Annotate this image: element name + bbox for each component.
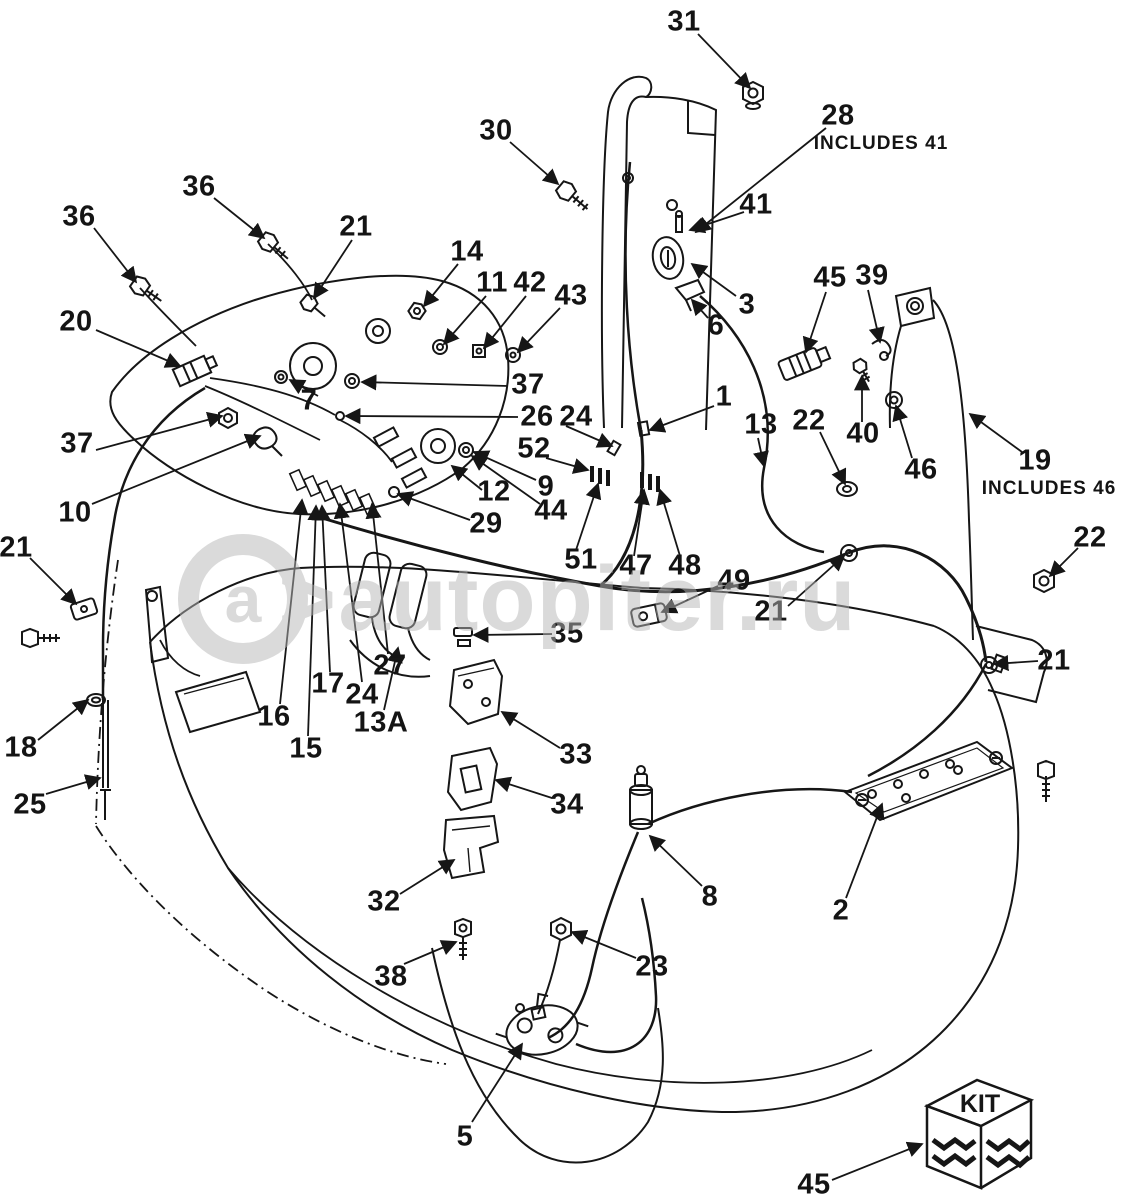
part-label-20: 20 xyxy=(59,305,93,338)
part-label-40: 40 xyxy=(846,417,880,450)
harness-cables xyxy=(100,161,988,1054)
part-label-43: 43 xyxy=(554,279,588,312)
part-label-45: 45 xyxy=(813,261,847,294)
part-label-48: 48 xyxy=(668,549,702,582)
part-label-30: 30 xyxy=(479,114,513,147)
part-label-15: 15 xyxy=(289,732,323,765)
part-label-23: 23 xyxy=(635,950,669,983)
part-label-37: 37 xyxy=(511,368,545,401)
part-label-51: 51 xyxy=(564,543,598,576)
part-label-34: 34 xyxy=(550,788,584,821)
part-label-17: 17 xyxy=(311,667,345,700)
part-label-5: 5 xyxy=(456,1120,474,1153)
part-label-12: 12 xyxy=(477,475,511,508)
part-label-31: 31 xyxy=(667,5,701,38)
part-label-16: 16 xyxy=(257,700,291,733)
instrument-console xyxy=(109,243,521,678)
part-label-22: 22 xyxy=(1073,521,1107,554)
part-label-13: 13 xyxy=(744,408,778,441)
part-label-22: 22 xyxy=(792,404,826,437)
part-label-21: 21 xyxy=(754,595,788,628)
kit-label: KIT xyxy=(960,1090,1000,1118)
part-label-37: 37 xyxy=(60,427,94,460)
part-label-32: 32 xyxy=(367,885,401,918)
part-label-1: 1 xyxy=(715,380,733,413)
part-label-19: 19 xyxy=(1018,444,1052,477)
part-label-47: 47 xyxy=(619,549,653,582)
part-label-52: 52 xyxy=(517,432,551,465)
part-label-9: 9 xyxy=(537,470,555,503)
part-label-18: 18 xyxy=(4,731,38,764)
part-label-24: 24 xyxy=(345,678,379,711)
part-label-14: 14 xyxy=(450,235,484,268)
part-label-6: 6 xyxy=(707,309,725,342)
part-label-21: 21 xyxy=(0,531,33,564)
part-label-21: 21 xyxy=(1037,644,1071,677)
part-label-includes-41: INCLUDES 41 xyxy=(813,133,949,154)
fasteners xyxy=(21,80,1055,960)
part-label-36: 36 xyxy=(62,200,96,233)
part-label-36: 36 xyxy=(182,170,216,203)
part-label-28: 28 xyxy=(821,99,855,132)
part-label-49: 49 xyxy=(717,564,751,597)
part-label-11: 11 xyxy=(476,266,508,299)
part-label-38: 38 xyxy=(374,960,408,993)
part-label-2: 2 xyxy=(832,894,850,927)
part-label-25: 25 xyxy=(13,788,47,821)
part-label-10: 10 xyxy=(58,496,92,529)
part-label-44: 44 xyxy=(534,494,568,527)
part-label-41: 41 xyxy=(739,188,773,221)
part-label-39: 39 xyxy=(855,259,889,292)
part-label-includes-46: INCLUDES 46 xyxy=(981,478,1117,499)
part-label-24: 24 xyxy=(559,400,593,433)
part-label-35: 35 xyxy=(550,617,584,650)
part-label-13a: 13A xyxy=(353,706,409,739)
hood-outline xyxy=(95,559,1020,1164)
part-label-21: 21 xyxy=(339,210,373,243)
part-label-46: 46 xyxy=(904,453,938,486)
leader-lines xyxy=(29,33,1079,1181)
small-components xyxy=(442,466,668,1056)
part-label-8: 8 xyxy=(701,880,719,913)
part-label-42: 42 xyxy=(513,266,547,299)
part-label-45: 45 xyxy=(797,1168,831,1201)
part-label-26: 26 xyxy=(520,400,554,433)
part-label-7: 7 xyxy=(300,384,318,417)
kit-cube: KIT xyxy=(923,1078,1035,1190)
part-label-33: 33 xyxy=(559,738,593,771)
part-label-29: 29 xyxy=(469,507,503,540)
part-label-3: 3 xyxy=(738,288,756,321)
